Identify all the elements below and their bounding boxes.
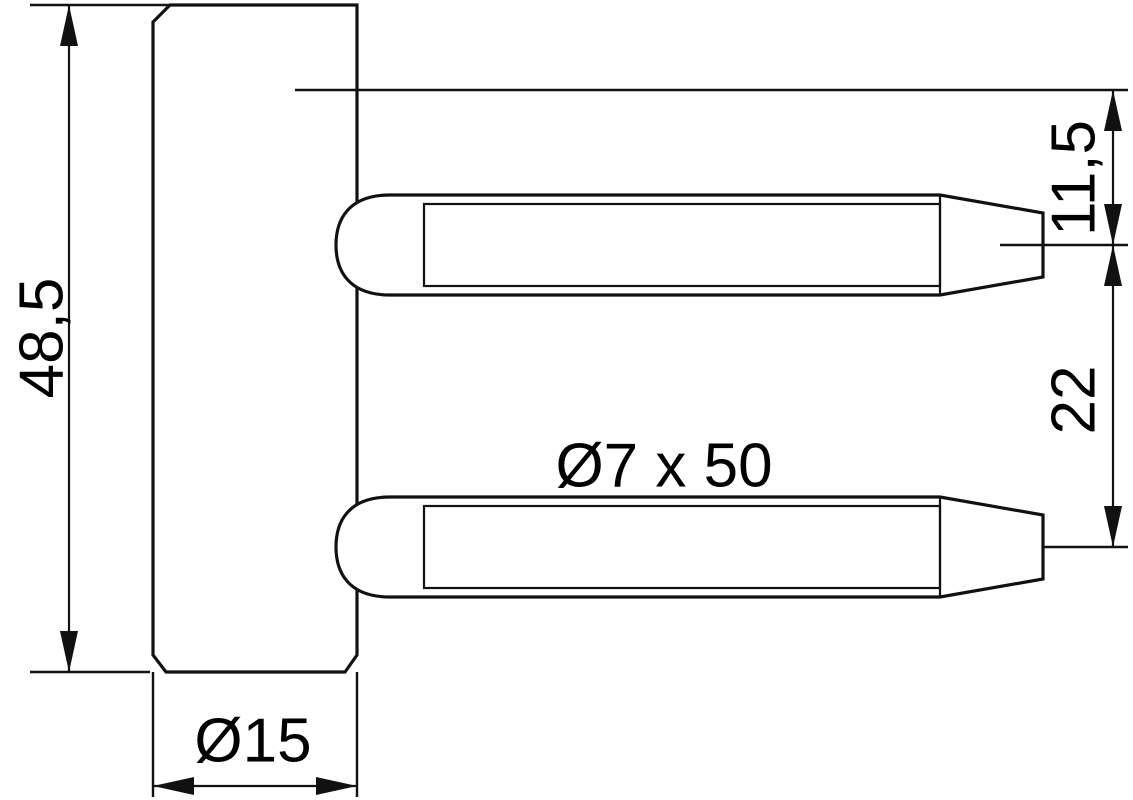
arrowhead-48-5-bottom bbox=[60, 631, 78, 672]
upper-threaded-pin bbox=[334, 193, 1045, 297]
arrowhead-11-5-bottom bbox=[1104, 204, 1122, 245]
hinge-body-barrel bbox=[151, 3, 359, 674]
dimension-label-15: Ø15 bbox=[194, 706, 311, 775]
arrowhead-11-5-top bbox=[1104, 90, 1122, 131]
arrowhead-22-top bbox=[1104, 245, 1122, 286]
arrowhead-48-5-top bbox=[60, 5, 78, 46]
dimension-label-22: 22 bbox=[1039, 366, 1108, 435]
dimension-label-48-5: 48,5 bbox=[7, 278, 76, 399]
arrowhead-15-right bbox=[316, 777, 357, 795]
arrowhead-15-left bbox=[153, 777, 194, 795]
lower-threaded-pin bbox=[334, 495, 1045, 599]
dimension-label-11-5: 11,5 bbox=[1039, 120, 1108, 236]
dimension-label-pin-spec: Ø7 x 50 bbox=[555, 431, 772, 500]
arrowhead-22-bottom bbox=[1104, 506, 1122, 547]
